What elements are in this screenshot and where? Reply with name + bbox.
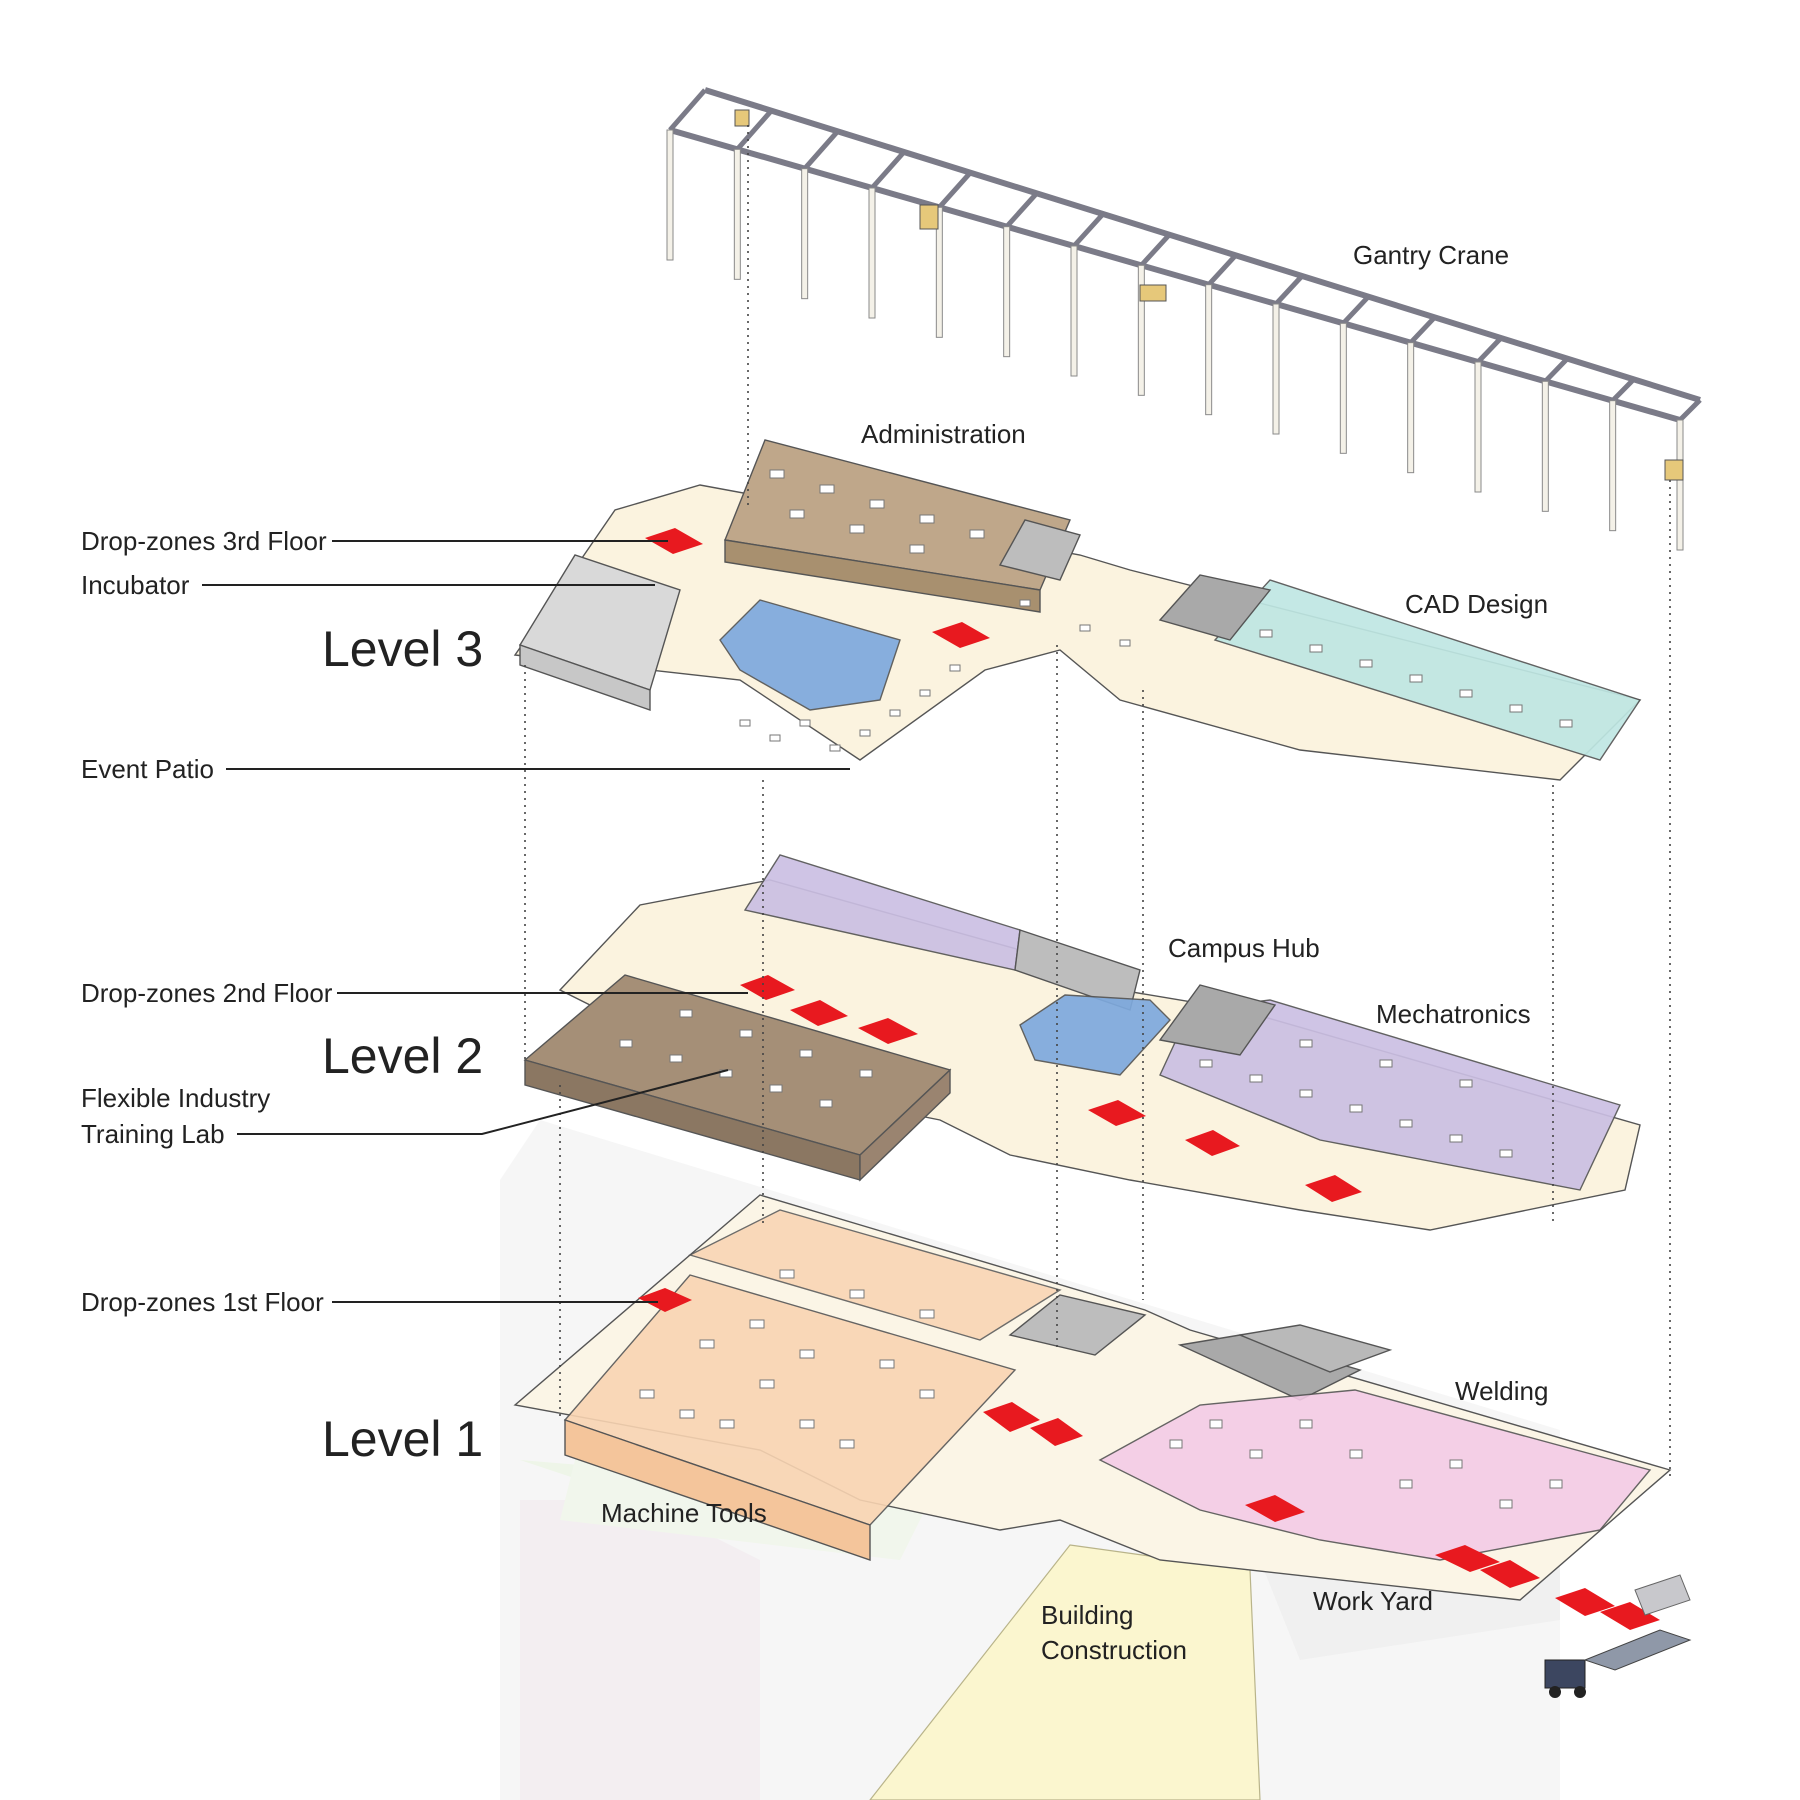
label-building-construction-2: Construction [1041, 1635, 1187, 1665]
hoist-2 [919, 204, 939, 230]
callout-incubator: Incubator [81, 570, 190, 600]
gantry-cross-beam [1072, 212, 1105, 248]
gantry-column [666, 129, 674, 261]
administration-offices [769, 469, 985, 554]
hoist-1 [734, 109, 750, 127]
leader-flexible-lab [237, 1069, 729, 1135]
label-mechatronics: Mechatronics [1376, 999, 1531, 1029]
gantry-cross-beam [1543, 356, 1570, 384]
drop-zone-1-6 [1480, 1560, 1540, 1588]
gantry-column [935, 206, 943, 338]
label-welding: Welding [1455, 1376, 1548, 1406]
level-1-label: Level 1 [322, 1411, 483, 1467]
gantry-cross-beams [668, 88, 1702, 422]
callout-drop-zones-2nd: Drop-zones 2nd Floor [81, 978, 333, 1008]
gantry-cross-beam [1678, 398, 1702, 422]
gantry-cross-beam [1274, 274, 1304, 306]
gantry-cross-beam [1139, 232, 1172, 268]
callout-drop-zones-1st: Drop-zones 1st Floor [81, 1287, 324, 1317]
label-cad-design: CAD Design [1405, 589, 1548, 619]
level-3-label: Level 3 [322, 621, 483, 677]
gantry-cross-beam [870, 150, 906, 190]
drop-zone-1-5 [1435, 1545, 1500, 1572]
drop-zone-2-1 [740, 975, 795, 1000]
drop-zone-2-6 [1305, 1175, 1362, 1202]
label-machine-tools: Machine Tools [601, 1498, 767, 1528]
labels: Gantry Crane Administration CAD Design C… [81, 240, 1548, 1665]
drop-zone-1-7 [1555, 1588, 1615, 1616]
label-gantry-crane: Gantry Crane [1353, 240, 1509, 270]
gantry-hoists [734, 109, 1684, 481]
drop-zone-3-1 [645, 528, 703, 554]
gantry-column [801, 168, 809, 300]
gantry-columns [666, 129, 1684, 551]
callout-flexible-lab-1: Flexible Industry [81, 1083, 270, 1113]
level-3-floor-plan [513, 439, 1642, 781]
drop-zones-level-3 [645, 528, 990, 648]
level-2-floor-plan [523, 854, 1641, 1231]
gantry-cross-beam [1341, 294, 1371, 326]
drop-zones-level-2 [740, 975, 1362, 1202]
gantry-cross-beam [1004, 191, 1039, 229]
gantry-column [1474, 361, 1482, 493]
hoist-4 [1664, 459, 1684, 481]
gantry-cross-beam [735, 109, 774, 151]
gantry-column [1070, 245, 1078, 377]
drop-zone-2-5 [1185, 1130, 1240, 1156]
gantry-column [1137, 264, 1145, 396]
flex-lab-equipment [619, 1009, 873, 1108]
machine-tools-equipment [639, 1269, 935, 1449]
welding-equipment [1169, 1419, 1563, 1509]
gantry-column [1541, 380, 1549, 512]
gantry-column [1407, 342, 1415, 474]
callout-flexible-lab-2: Training Lab [81, 1119, 225, 1149]
event-patio-tables [739, 599, 1131, 752]
gantry-column [1205, 284, 1213, 416]
gantry-column [1339, 322, 1347, 454]
drop-zone-1-2 [983, 1402, 1040, 1432]
drop-zone-2-2 [790, 1000, 848, 1026]
label-building-construction-1: Building [1041, 1600, 1134, 1630]
gantry-cross-beam [802, 129, 840, 171]
drop-zone-3-2 [932, 622, 990, 648]
drop-zones-level-1 [638, 1288, 1660, 1630]
mechatronics-desks [1199, 1039, 1513, 1158]
gantry-cross-beam [1206, 253, 1238, 287]
level-2-label: Level 2 [322, 1028, 483, 1084]
drop-zone-1-4 [1245, 1495, 1305, 1522]
callout-event-patio: Event Patio [81, 754, 214, 784]
gantry-crane-structure [666, 87, 1702, 551]
drop-zone-2-4 [1088, 1100, 1146, 1126]
drop-zone-1-1 [638, 1288, 692, 1312]
gantry-cross-beam [1476, 336, 1503, 364]
gantry-cross-beam [937, 171, 973, 209]
cad-design-desks [1259, 629, 1573, 728]
drop-zone-2-3 [858, 1018, 918, 1044]
drop-zone-1-8 [1600, 1602, 1660, 1630]
label-campus-hub: Campus Hub [1168, 933, 1320, 963]
drop-zone-1-3 [1030, 1418, 1083, 1446]
gantry-column [733, 148, 741, 280]
gantry-column [1003, 226, 1011, 358]
gantry-column [868, 187, 876, 319]
gantry-cross-beam [1408, 315, 1437, 345]
gantry-column [1676, 419, 1684, 551]
label-work-yard: Work Yard [1313, 1586, 1433, 1616]
leader-lines [202, 540, 850, 1303]
hoist-3 [1139, 284, 1167, 302]
gantry-cross-beam [668, 88, 707, 132]
gantry-cross-beam [1610, 377, 1636, 403]
gantry-column [1609, 400, 1617, 532]
gantry-column [1272, 303, 1280, 435]
truck-icon [1544, 1574, 1692, 1698]
callout-drop-zones-3rd: Drop-zones 3rd Floor [81, 526, 327, 556]
projection-lines [524, 125, 1671, 1480]
label-administration: Administration [861, 419, 1026, 449]
level-1-floor-plan [513, 1194, 1692, 1698]
